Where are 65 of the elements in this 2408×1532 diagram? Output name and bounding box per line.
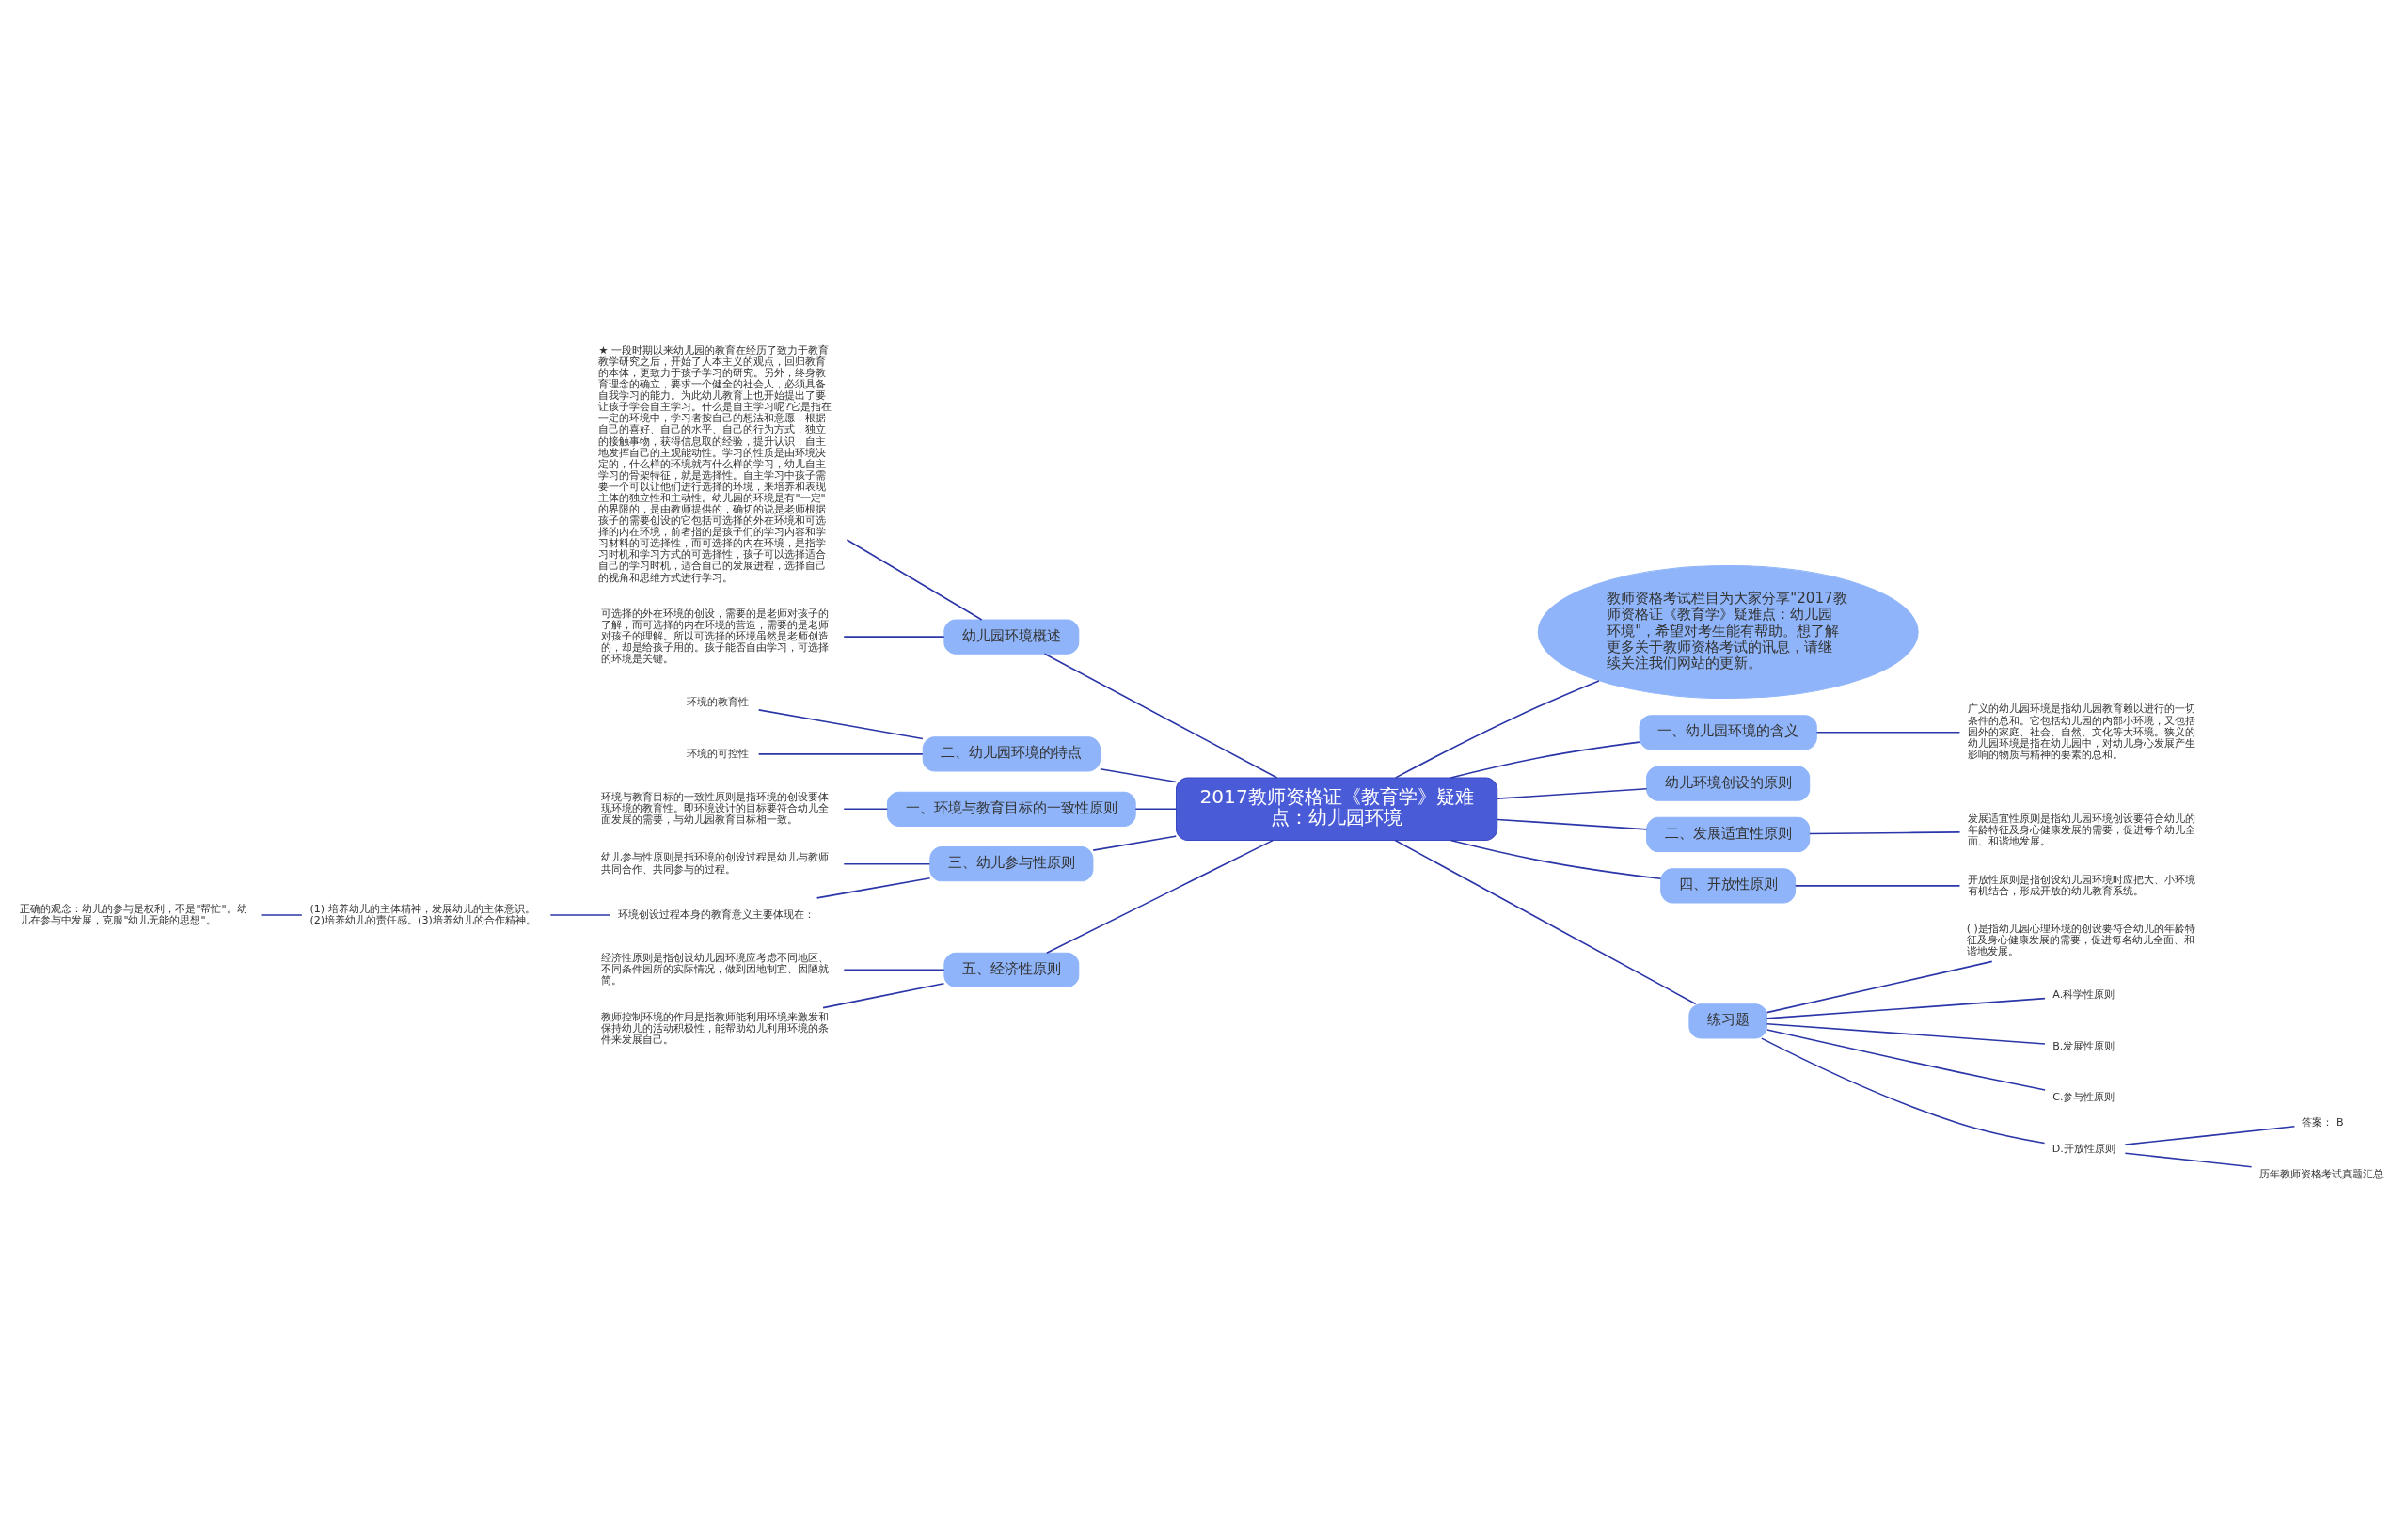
connector <box>846 538 983 621</box>
connector <box>1450 740 1640 779</box>
node-ellipse: 教师资格考试栏目为大家分享"2017教师资格证《教育学》疑难点：幼儿园环境"，希望对考生能有帮助。想了解更多关于教师资格考试的讯息，请继续关注我们网站的更新。 <box>1537 564 1919 699</box>
node-text: 发展适宜性原则是指幼儿园环境创设要符合幼儿的年龄特征及身心健康发展的需要，促进每个幼儿全面、和谐地发展。 <box>1967 812 2195 847</box>
connector <box>816 877 931 899</box>
node-text: 答案： B <box>2302 1115 2344 1129</box>
node-text: 环境的教育性 <box>687 695 750 708</box>
connector <box>1766 1022 2046 1045</box>
connector <box>843 862 931 864</box>
connector <box>1761 1036 2046 1144</box>
connector <box>1497 787 1648 799</box>
node-box: 幼儿环境创设的原则 <box>1646 766 1811 801</box>
connector <box>843 635 945 638</box>
connector <box>1046 839 1274 954</box>
node-box: 练习题 <box>1688 1003 1767 1038</box>
connector <box>1450 839 1662 879</box>
node-text: 历年教师资格考试真题汇总 <box>2258 1167 2384 1180</box>
node-box: 四、开放性原则 <box>1660 867 1797 903</box>
node-text: D.开放性原则 <box>2052 1141 2115 1154</box>
node-box: 三、幼儿参与性原则 <box>929 845 1094 881</box>
connector <box>757 752 924 755</box>
node-box: 五、经济性原则 <box>943 952 1080 987</box>
connector <box>261 913 303 916</box>
connector <box>1497 818 1648 830</box>
node-text: ( )是指幼儿园心理环境的创设要符合幼儿的年龄特征及身心健康发展的需要，促进每名幼儿全面、和谐地发展。 <box>1966 922 2195 957</box>
connector <box>1766 997 2046 1019</box>
connector <box>843 969 945 971</box>
connector <box>1766 1028 2046 1091</box>
connector <box>2124 1151 2253 1167</box>
node-box: 二、发展适宜性原则 <box>1646 816 1811 852</box>
node-text: 开放性原则是指创设幼儿园环境时应把大、小环境有机结合，形成开放的幼儿教育系统。 <box>1967 873 2195 897</box>
connector <box>1809 830 1961 834</box>
connector <box>2124 1125 2296 1145</box>
connector <box>1100 767 1177 782</box>
node-box: 二、幼儿园环境的特点 <box>922 735 1101 772</box>
connector <box>1794 884 1961 887</box>
connector <box>1134 808 1178 810</box>
node-text: 环境与教育目标的一致性原则是指环境的创设要体现环境的教育性。即环境设计的目标要符合幼儿全面发展的需要，与幼儿园教育目标相一致。 <box>601 790 830 826</box>
node-text: 幼儿参与性原则是指环境的创设过程是幼儿与教师共同合作、共同参与的过程。 <box>601 850 830 876</box>
node-text: B.发展性原则 <box>2052 1039 2115 1052</box>
connector <box>1394 839 1697 1004</box>
connector <box>549 913 610 916</box>
node-box: 一、幼儿园环境的含义 <box>1639 714 1817 750</box>
connector <box>843 808 889 810</box>
node-text: ★ 一段时期以来幼儿园的教育在经历了致力于教育教学研究之后，开始了人本主义的观点，回归教育的本体，更致力于孩子学习的研究。另外，终身教育理念的确立，要求一个健全的社会人，必须具备自我学习的能力。为此幼儿教育上也开始提出了要让孩子学会自主学习。什么是自主学习呢?它是指在一定的环境中，学习者按自己的想法和意愿，根据自己的喜好、自己的水平、自己的行为方式，独立的接触事物，获得信息取的经验，提升认识，自主地发挥自己的主观能动性。学习的性质是由环境决定的，什么样的环境就有什么样的学习，幼儿自主学习的骨架特征，就是选择性。自主学习中孩子需要一个可以让他们进行选择的环境，来培养和表现主体的独立性和主动性。幼儿园的环境是有"一定"的界限的，是由教师提供的，确切的说是老师根据孩子的需要创设的它包括可选择的外在环境和可选择的内在环境，前者指的是孩子们的学习内容和学习材料的可选择性，而可选择的内在环境，是指学习时机和学习方式的可选择性，孩子可以选择适合自己的学习时机，适合自己的发展进程，选择自己的视角和思维方式进行学习。 <box>598 343 832 583</box>
node-text: 环境的可控性 <box>687 747 750 760</box>
node-box: 幼儿园环境概述 <box>943 618 1080 655</box>
node-text: 教师控制环境的作用是指教师能利用环境来激发和保持幼儿的活动积极性，能帮助幼儿利用环境的条件来发展自己。 <box>601 1010 830 1046</box>
connector <box>1043 653 1278 779</box>
node-box: 2017教师资格证《教育学》疑难点：幼儿园环境 <box>1176 777 1498 841</box>
node-text: 环境创设过程本身的教育意义主要体现在： <box>617 908 815 921</box>
node-text: C.参与性原则 <box>2052 1090 2115 1103</box>
node-text: 广义的幼儿园环境是指幼儿园教育赖以进行的一切条件的总和。它包括幼儿园的内部小环境，又包括园外的家庭、社会、自然、文化等大环境。狭义的幼儿园环境是指在幼儿园中，对幼儿身心发展产生影响的物质与精神的要素的总和。 <box>1967 702 2195 761</box>
node-text: 正确的观念：幼儿的参与是权利，不是"帮忙"。幼儿在参与中发展，克服"幼儿无能的思想"。 <box>20 902 247 926</box>
node-text: A.科学性原则 <box>2052 987 2115 1001</box>
node-text: 可选择的外在环境的创设，需要的是老师对孩子的了解，而可选择的内在环境的营造，需要的是老师对孩子的理解。所以可选择的环境虽然是老师创造的，却是给孩子用的。孩子能否自由学习，可选择的环境是关键。 <box>601 607 830 665</box>
connector <box>1766 960 1993 1013</box>
node-text: 经济性原则是指创设幼儿园环境应考虑不同地区、不同条件园所的实际情况，做到因地制宜、因陋就简。 <box>601 951 830 987</box>
node-box: 一、环境与教育目标的一致性原则 <box>886 791 1136 827</box>
connector <box>822 982 945 1008</box>
connector <box>1815 731 1961 734</box>
node-text: (1) 培养幼儿的主体精神，发展幼儿的主体意识。(2)培养幼儿的责任感。(3)培养幼儿的合作精神。 <box>309 902 536 926</box>
connector <box>1394 679 1600 779</box>
connector <box>757 708 924 739</box>
connector <box>1092 834 1177 851</box>
